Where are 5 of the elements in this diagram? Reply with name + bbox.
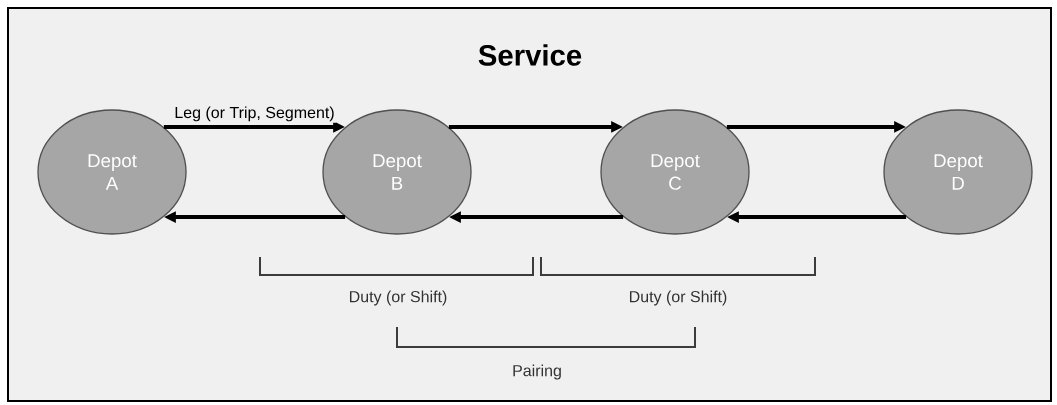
bracket-label: Pairing <box>513 364 561 380</box>
title: Service <box>478 44 582 66</box>
bracket-label: Duty (or Shift) <box>350 290 447 306</box>
edge-label: Leg (or Trip, Segment) <box>173 105 336 123</box>
bracket-label: Duty (or Shift) <box>630 290 727 306</box>
